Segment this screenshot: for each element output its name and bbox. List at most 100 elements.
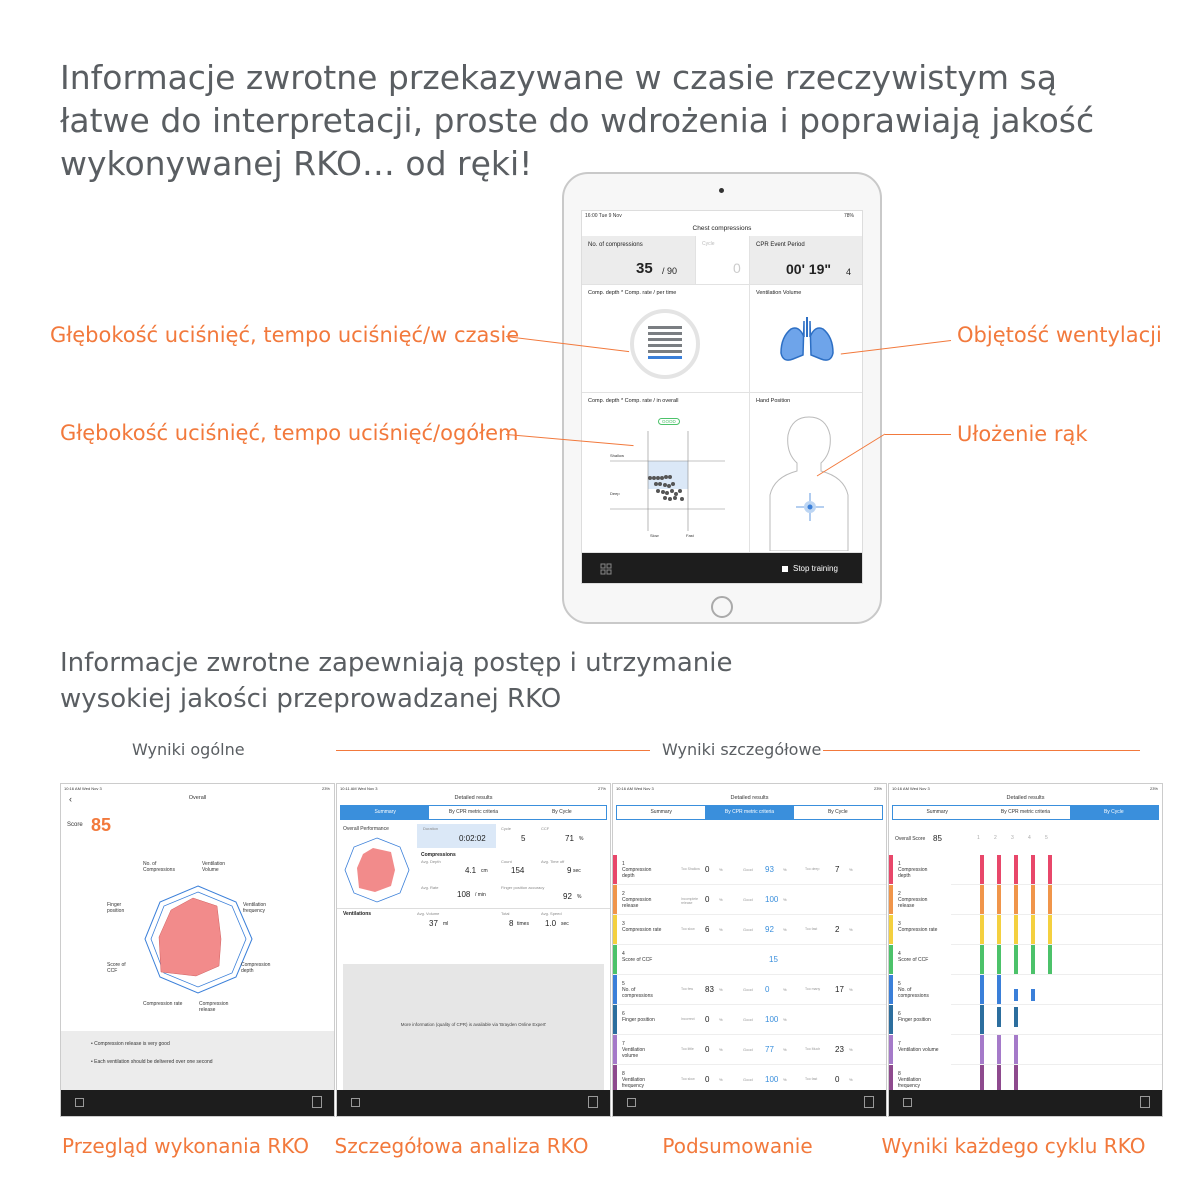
tab-cycle[interactable]: By Cycle (551, 809, 572, 815)
grid-icon[interactable] (351, 1098, 360, 1107)
row-good-value: 77 (765, 1045, 774, 1054)
row-unit: % (719, 867, 723, 872)
stop-training-button[interactable]: Stop training (793, 564, 838, 573)
row-number: 7 (898, 1041, 901, 1047)
row-low-value: 6 (705, 925, 710, 934)
headline-line: łatwe do interpretacji, proste do wdroże… (60, 101, 1095, 140)
cycle-bar (980, 1065, 984, 1094)
row-good-label: Good (743, 1047, 753, 1052)
row-number: 8 (898, 1071, 901, 1077)
score-value: 85 (91, 815, 112, 835)
bottom-bar (613, 1090, 886, 1116)
status-time: 10:11 AM Wed Nov 3 (340, 786, 378, 791)
more-info-text: More information (quality of CPR) is ava… (400, 1022, 547, 1027)
cycle-bar (1031, 885, 1035, 914)
row-good-value: 100 (765, 1075, 779, 1084)
grid-icon[interactable] (600, 563, 612, 575)
headline-line: wykonywanej RKO… od ręki! (60, 144, 533, 183)
bottom-bar (61, 1090, 334, 1116)
tab-summary[interactable]: Summary (650, 809, 672, 815)
battery-status: 78% (843, 213, 854, 219)
report-icon[interactable] (312, 1096, 322, 1108)
row-color-strip (889, 975, 893, 1004)
section-divider (823, 750, 1140, 751)
row-low-value: 83 (705, 985, 714, 994)
tab-cycle[interactable]: By Cycle (1069, 806, 1158, 819)
row-unit: % (783, 867, 787, 872)
event-period-cycle: 4 (846, 267, 852, 277)
ccf-unit: % (579, 836, 584, 842)
event-period-value: 00' 19" (786, 261, 832, 277)
report-icon[interactable] (588, 1096, 598, 1108)
home-button[interactable] (711, 596, 733, 618)
compressions-value: 35 (636, 260, 653, 277)
radar-label: Finger position (107, 902, 125, 914)
row-good-value: 15 (769, 955, 778, 964)
row-name: Ventilation volume (898, 1047, 939, 1053)
count-label: Count (501, 859, 512, 864)
tab-cycle[interactable]: By Cycle (827, 809, 848, 815)
tab-summary[interactable]: Summary (341, 806, 430, 819)
row-high-label: Too fast (805, 927, 818, 931)
row-good-label: Good (743, 987, 753, 992)
cycle-bar (997, 885, 1001, 914)
overall-score-value: 85 (933, 834, 942, 843)
report-icon[interactable] (1140, 1096, 1150, 1108)
report-icon[interactable] (864, 1096, 874, 1108)
headline-line: Informacje zwrotne przekazywane w czasie… (60, 58, 1057, 97)
grid-icon[interactable] (75, 1098, 84, 1107)
finger-label: Finger position accuracy (501, 885, 545, 890)
notes-panel: • Compression release is very good • Eac… (61, 1031, 334, 1092)
cycle-bar (1014, 989, 1018, 1001)
row-divider (951, 1064, 1162, 1065)
row-color-strip (613, 885, 617, 914)
depth-gauge-icon (630, 309, 700, 379)
stop-icon (782, 566, 788, 572)
back-icon[interactable]: ‹ (69, 794, 72, 804)
event-period-cell: CPR Event Period 00' 19" 4 (750, 236, 862, 285)
camera-icon (719, 188, 724, 193)
row-low-label: Incomplete release (681, 897, 699, 905)
row-good-value: 100 (765, 1015, 779, 1024)
tab-metric[interactable]: By CPR metric criteria (1000, 809, 1051, 815)
compressions-cell: No. of compressions 35 / 90 (582, 236, 696, 285)
row-color-strip (889, 885, 893, 914)
grid-icon[interactable] (903, 1098, 912, 1107)
avg-rate-value: 108 (457, 890, 471, 899)
metric-criteria-screen: 10:16 AM Wed Nov 3 23% Detailed results … (612, 783, 887, 1117)
finger-unit: % (577, 894, 582, 900)
battery-status: 23% (1149, 786, 1158, 791)
overall-screen: 10:16 AM Wed Nov 3 23% ‹ Overall Score 8… (60, 783, 335, 1117)
caption-summary: Podsumowanie (662, 1134, 813, 1158)
cycle-label: Cycle (501, 826, 512, 831)
row-name: Compression release (898, 897, 928, 909)
cycle-bar (1014, 945, 1018, 974)
depth-overall-panel: Comp. depth * Comp. rate / in overall GO… (582, 393, 750, 553)
row-unit: % (719, 987, 723, 992)
row-number: 3 (622, 921, 625, 927)
grid-icon[interactable] (627, 1098, 636, 1107)
avg-speed-label: Avg. Speed (541, 911, 562, 916)
row-unit: % (783, 1047, 787, 1052)
row-number: 7 (622, 1041, 625, 1047)
row-unit: % (849, 1077, 853, 1082)
row-number: 5 (622, 981, 625, 987)
row-unit: % (849, 987, 853, 992)
row-color-strip (889, 1035, 893, 1064)
row-name: Ventilation frequency (622, 1077, 646, 1089)
headline-top: Informacje zwrotne przekazywane w czasie… (60, 56, 1094, 185)
cycle-value: 5 (521, 834, 526, 843)
tab-metric[interactable]: By CPR metric criteria (448, 809, 499, 815)
tab-metric[interactable]: By CPR metric criteria (705, 806, 794, 819)
row-divider (951, 884, 1162, 885)
row-low-value: 0 (705, 1015, 710, 1024)
row-name: Score of CCF (898, 957, 929, 963)
battery-status: 23% (321, 786, 330, 791)
bottom-bar (337, 1090, 610, 1116)
row-number: 4 (898, 951, 901, 957)
row-number: 2 (898, 891, 901, 897)
cycle-bar (997, 975, 1001, 1004)
tab-summary[interactable]: Summary (926, 809, 948, 815)
status-time: 10:16 AM Wed Nov 3 (616, 786, 654, 791)
